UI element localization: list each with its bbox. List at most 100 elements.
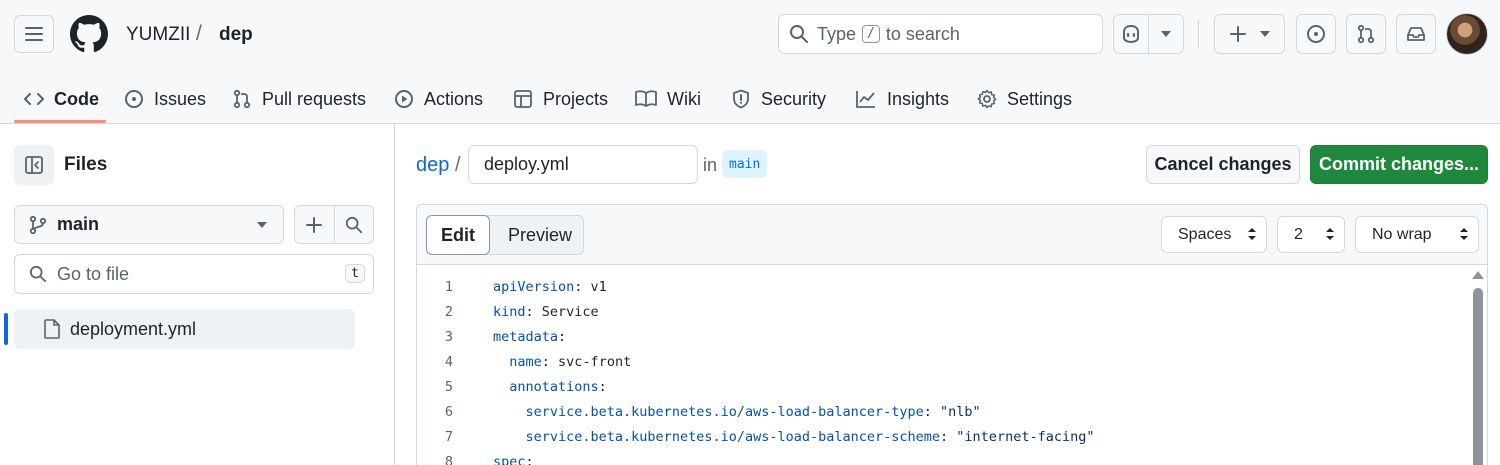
create-new-button[interactable]	[1214, 14, 1285, 54]
plus-icon	[1229, 26, 1246, 42]
copilot-button[interactable]	[1114, 15, 1148, 53]
indent-size-value: 2	[1294, 225, 1303, 243]
yaml-key: spec	[493, 453, 526, 465]
tab-actions[interactable]: Actions	[394, 74, 483, 124]
line-number: 4	[444, 353, 453, 370]
indent-mode-select[interactable]: Spaces	[1161, 216, 1267, 253]
branch-selector[interactable]: main	[14, 205, 284, 244]
book-icon	[635, 90, 657, 107]
triangle-down-icon	[257, 222, 267, 228]
triangle-down-icon	[1259, 31, 1270, 37]
tab-label: Security	[761, 88, 827, 109]
line-number: 6	[444, 403, 453, 420]
commit-changes-button[interactable]: Commit changes...	[1310, 145, 1488, 184]
issue-opened-icon	[1307, 25, 1325, 43]
line-number: 2	[444, 303, 453, 320]
filename-input[interactable]	[468, 145, 698, 184]
tab-label: Wiki	[667, 88, 701, 109]
code-area[interactable]: 1 apiVersion: v1 2 kind: Service 3 metad…	[417, 265, 1487, 465]
line-content: service.beta.kubernetes.io/aws-load-bala…	[525, 403, 981, 420]
tab-label: Projects	[543, 88, 609, 109]
tab-label: Insights	[887, 88, 950, 109]
yaml-key: kind	[493, 303, 526, 320]
branch-badge: main	[722, 150, 768, 178]
collapse-file-tree-button[interactable]	[14, 145, 54, 185]
active-tab-indicator	[14, 120, 106, 123]
search-icon	[29, 265, 47, 283]
tab-code[interactable]: Code	[24, 74, 99, 124]
tab-pull-requests[interactable]: Pull requests	[232, 74, 366, 124]
global-search-input[interactable]: Type / to search	[778, 14, 1103, 54]
breadcrumb-repo[interactable]: dep	[219, 24, 253, 45]
indent-size-select[interactable]: 2	[1277, 216, 1345, 253]
tab-wiki[interactable]: Wiki	[635, 74, 701, 124]
tab-preview[interactable]: Preview	[507, 224, 573, 245]
line-content: kind: Service	[493, 303, 599, 320]
search-code-button[interactable]	[333, 206, 374, 243]
cancel-changes-button[interactable]: Cancel changes	[1146, 145, 1300, 184]
search-prefix: Type	[817, 23, 857, 44]
code-line: 4 name: svc-front	[417, 349, 1457, 374]
line-number: 3	[444, 328, 453, 345]
line-number: 5	[444, 378, 453, 395]
editor-toolbar: Edit Preview Spaces 2 No wrap	[417, 205, 1487, 265]
yaml-key: metadata	[493, 328, 559, 345]
select-arrows-icon	[1326, 228, 1334, 240]
copilot-menu-button[interactable]	[1148, 15, 1183, 53]
your-pull-requests-button[interactable]	[1346, 14, 1386, 54]
path-repo-link[interactable]: dep	[416, 154, 450, 176]
gear-icon	[977, 89, 997, 109]
file-icon	[44, 319, 60, 339]
hamburger-icon	[25, 27, 43, 41]
file-tree-actions	[294, 205, 374, 244]
tab-projects[interactable]: Projects	[513, 74, 608, 124]
indent-mode-value: Spaces	[1178, 225, 1232, 243]
code-line: 8 spec:	[417, 449, 1457, 465]
tab-security[interactable]: Security	[731, 74, 826, 124]
line-content: name: svc-front	[509, 353, 632, 370]
github-logo-icon[interactable]	[70, 15, 108, 53]
tab-label: Pull requests	[262, 88, 367, 109]
line-content: spec:	[493, 454, 534, 465]
yaml-key: apiVersion	[493, 278, 575, 295]
code-line: 3 metadata:	[417, 324, 1457, 349]
copilot-button-group	[1113, 14, 1184, 54]
line-content: service.beta.kubernetes.io/aws-load-bala…	[525, 428, 1095, 445]
file-name: deployment.yml	[70, 318, 197, 339]
tab-label: Issues	[154, 88, 207, 109]
tab-settings[interactable]: Settings	[977, 74, 1072, 124]
go-to-file-input[interactable]: Go to file t	[14, 254, 374, 294]
tab-edit[interactable]: Edit	[426, 215, 490, 255]
shield-icon	[733, 89, 749, 109]
play-icon	[395, 90, 413, 108]
select-arrows-icon	[1460, 228, 1468, 240]
line-content: apiVersion: v1	[493, 278, 607, 295]
your-issues-button[interactable]	[1296, 14, 1336, 54]
breadcrumb-separator: /	[196, 22, 202, 45]
branch-name: main	[57, 214, 100, 234]
add-file-button[interactable]	[295, 206, 334, 243]
scroll-up-arrow-icon[interactable]	[1472, 271, 1484, 279]
search-suffix: to search	[885, 23, 960, 44]
line-wrap-select[interactable]: No wrap	[1355, 216, 1479, 253]
user-avatar[interactable]	[1446, 13, 1488, 55]
search-icon	[790, 25, 808, 43]
code-line: 6 service.beta.kubernetes.io/aws-load-ba…	[417, 399, 1457, 424]
select-arrows-icon	[1248, 228, 1256, 240]
file-tree-item-deployment-yml[interactable]: deployment.yml	[4, 309, 355, 349]
tab-insights[interactable]: Insights	[855, 74, 949, 124]
go-to-file-shortcut: t	[345, 264, 365, 283]
yaml-key: service.beta.kubernetes.io/aws-load-bala…	[525, 428, 941, 445]
breadcrumb-owner[interactable]: YUMZII	[126, 24, 191, 45]
line-number: 8	[444, 453, 453, 465]
menu-button[interactable]	[14, 15, 54, 53]
vertical-scrollbar-thumb[interactable]	[1473, 288, 1483, 465]
go-to-file-placeholder: Go to file	[57, 263, 130, 284]
git-pull-request-icon	[233, 89, 251, 109]
yaml-value: svc-front	[549, 353, 632, 370]
file-tree-sidebar	[0, 124, 395, 465]
inbox-button[interactable]	[1396, 14, 1436, 54]
tab-issues[interactable]: Issues	[124, 74, 206, 124]
tab-label: Code	[54, 88, 99, 109]
code-line: 5 annotations:	[417, 374, 1457, 399]
